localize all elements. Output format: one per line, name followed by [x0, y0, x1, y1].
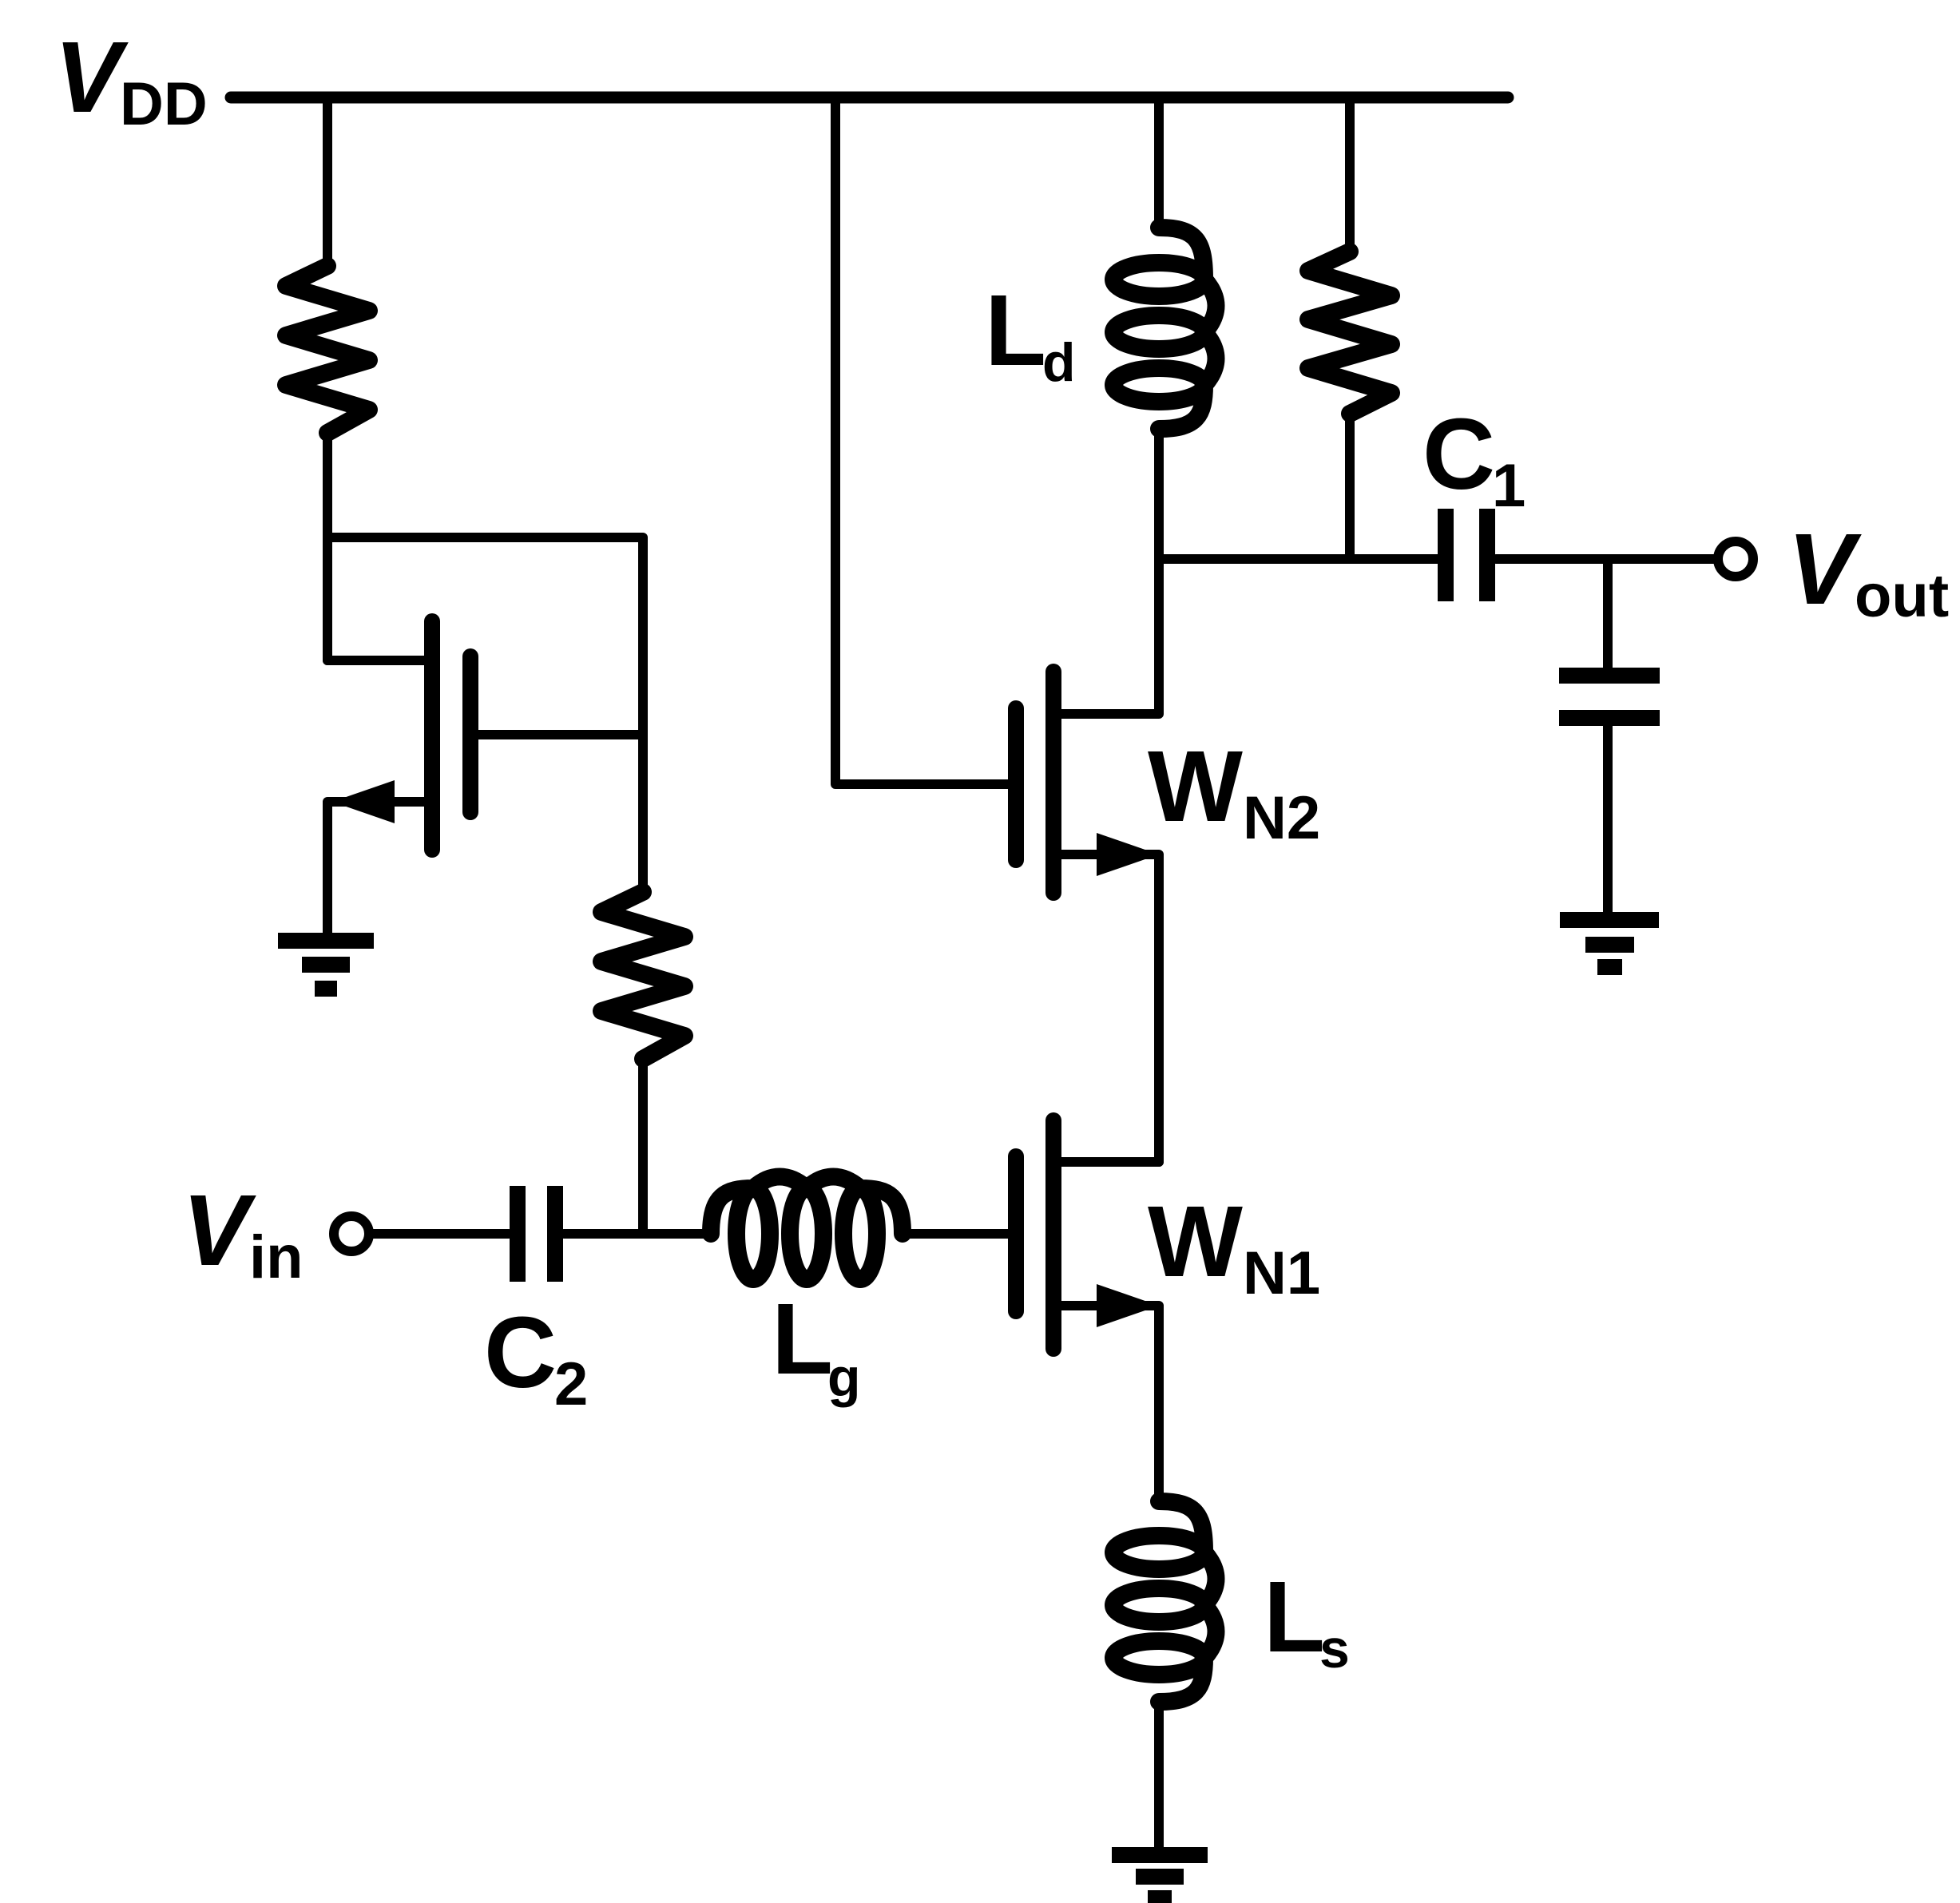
label-c1-sub: 1 — [1492, 452, 1526, 520]
wn1-source-arrow — [1097, 1284, 1159, 1327]
label-wn1-sub: N1 — [1243, 1239, 1320, 1307]
label-vdd-sub: DD — [120, 70, 208, 138]
label-vin: V in — [182, 1174, 304, 1291]
wire-wn1-source-to-ls — [1057, 1301, 1164, 1506]
label-vin-sub: in — [249, 1223, 304, 1291]
label-vout-sub: out — [1855, 562, 1949, 630]
wire-bias-fet-source-to-ground — [323, 797, 434, 939]
label-wn1: W N1 — [1148, 1185, 1320, 1307]
wire-wn2-drain-lead — [1057, 554, 1164, 719]
bias-nmos-source-arrow — [332, 780, 395, 823]
label-wn2-sub: N2 — [1243, 784, 1320, 852]
label-lg-sub: g — [827, 1347, 861, 1408]
ground-output-shunt — [1560, 912, 1659, 975]
label-vout-main: V — [1787, 513, 1862, 625]
label-c1: C 1 — [1422, 398, 1526, 520]
wire-wn2-source-to-wn1-drain — [1057, 850, 1164, 1167]
label-lg-main: L — [772, 1283, 833, 1395]
ground-ls — [1112, 1847, 1208, 1903]
capacitor-output-shunt — [1559, 668, 1660, 726]
label-ld-main: L — [985, 274, 1046, 387]
capacitor-c2 — [510, 1186, 563, 1282]
vin-terminal — [329, 1211, 374, 1256]
label-wn2: W N2 — [1148, 730, 1320, 852]
label-ld: L d — [985, 274, 1076, 393]
label-ls: L s — [1264, 1560, 1350, 1679]
wire-vdd-to-wn2-gate — [831, 93, 1013, 789]
label-lg: L g — [772, 1283, 861, 1408]
inductor-lg — [702, 1168, 911, 1288]
label-ls-sub: s — [1319, 1619, 1350, 1679]
label-ld-sub: d — [1042, 332, 1076, 393]
transistor-bias-nmos — [332, 613, 478, 858]
wn2-source-arrow — [1097, 833, 1159, 876]
wire-drain-gate-tie — [323, 533, 648, 897]
label-c2-main: C — [484, 1296, 557, 1409]
label-vdd: V DD — [54, 21, 208, 138]
label-vin-main: V — [182, 1174, 256, 1287]
resistor-bias-top — [277, 257, 378, 442]
label-ls-main: L — [1264, 1560, 1325, 1673]
inductor-ls — [1105, 1493, 1225, 1711]
label-c2-sub: 2 — [554, 1350, 588, 1418]
resistor-bias-gate — [593, 883, 693, 1068]
resistor-output — [1299, 243, 1400, 422]
label-vout: V out — [1787, 513, 1949, 630]
vout-terminal — [1713, 537, 1758, 581]
ground-bias — [278, 933, 374, 997]
label-wn1-main: W — [1148, 1185, 1243, 1298]
transistor-wn1 — [1008, 1112, 1159, 1357]
label-c2: C 2 — [484, 1296, 588, 1418]
transistor-wn2 — [1008, 664, 1159, 901]
label-c1-main: C — [1422, 398, 1495, 510]
inductor-ld — [1105, 219, 1225, 438]
label-wn2-main: W — [1148, 730, 1243, 842]
label-vdd-main: V — [54, 21, 129, 133]
capacitor-c1 — [1438, 509, 1495, 601]
